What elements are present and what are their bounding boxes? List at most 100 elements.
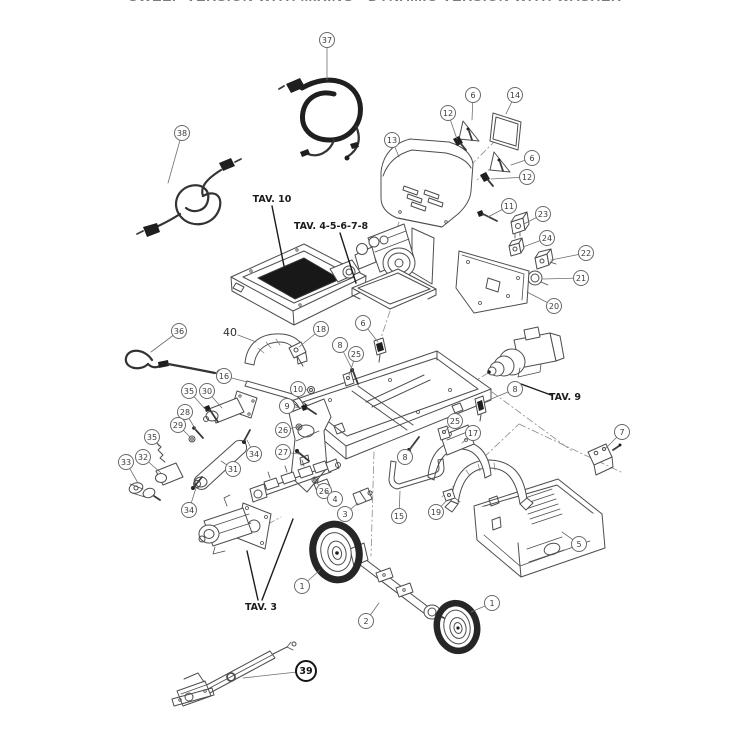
- towbar-39: [172, 642, 296, 706]
- callout-9: 9: [280, 399, 303, 414]
- callout-1: 1: [295, 570, 321, 594]
- callout-3: 3: [338, 503, 359, 522]
- bracket-25a: [343, 372, 354, 386]
- callout-34: 34: [182, 488, 197, 518]
- wiring-harness-38: [137, 158, 241, 237]
- svg-text:10: 10: [293, 385, 303, 394]
- callout-7: 7: [606, 425, 630, 449]
- gearbox-tav3: [199, 495, 271, 554]
- svg-text:8: 8: [337, 341, 342, 350]
- wheel-1-left: [308, 520, 365, 584]
- svg-text:30: 30: [202, 387, 212, 396]
- callout-15: 15: [392, 491, 407, 524]
- bracket-7: [588, 443, 622, 476]
- svg-text:TAV. 4-5-6-7-8: TAV. 4-5-6-7-8: [294, 221, 369, 232]
- svg-text:35: 35: [184, 387, 194, 396]
- svg-text:27: 27: [278, 448, 288, 457]
- callout-2: 2: [359, 603, 380, 629]
- callout-6: 6: [356, 316, 379, 343]
- main-frame: [291, 351, 491, 459]
- callout-25: 25: [445, 414, 463, 432]
- callout-12: 12: [491, 170, 535, 185]
- callout-21: 21: [543, 271, 589, 286]
- svg-text:TAV. 3: TAV. 3: [245, 602, 277, 613]
- callout-18: 18: [299, 322, 329, 348]
- callout-28: 28: [178, 405, 197, 431]
- svg-text:37: 37: [322, 36, 332, 45]
- axle-2: [350, 535, 444, 619]
- callout-34: 34: [247, 440, 262, 462]
- svg-text:13: 13: [387, 136, 397, 145]
- triangle-bracket-6a: [459, 121, 479, 141]
- callout-39: 39: [243, 661, 316, 681]
- svg-text:3: 3: [342, 510, 347, 519]
- latch-6c: [374, 338, 386, 362]
- callout-25: 25: [349, 347, 364, 376]
- plain-label-layer: 40: [223, 326, 256, 342]
- svg-text:28: 28: [180, 408, 190, 417]
- svg-text:34: 34: [249, 450, 259, 459]
- switch-24: [509, 238, 524, 256]
- svg-text:38: 38: [177, 129, 187, 138]
- callout-6: 6: [466, 88, 481, 121]
- svg-text:32: 32: [138, 453, 148, 462]
- callout-1: 1: [471, 596, 500, 613]
- callout-5: 5: [562, 532, 587, 552]
- bolt-8c: [407, 437, 419, 452]
- svg-text:4: 4: [332, 495, 337, 504]
- svg-text:26: 26: [278, 426, 288, 435]
- callout-35: 35: [145, 430, 160, 447]
- callout-22: 22: [551, 246, 594, 261]
- callout-17: 17: [462, 426, 481, 444]
- switch-23: [511, 212, 529, 238]
- switch-21: [528, 271, 548, 285]
- bolt-34b: [191, 477, 202, 490]
- wheel-1-right: [432, 599, 481, 654]
- callout-16: 16: [217, 369, 248, 384]
- callout-6: 6: [511, 151, 540, 166]
- tav-label: TAV. 3: [245, 519, 293, 613]
- svg-text:8: 8: [512, 385, 517, 394]
- callout-38: 38: [168, 126, 190, 184]
- callout-4: 4: [325, 491, 343, 507]
- svg-text:TAV. 10: TAV. 10: [253, 194, 292, 205]
- bolt-12b: [480, 172, 493, 186]
- callout-26: 26: [276, 423, 298, 438]
- svg-text:12: 12: [522, 173, 532, 182]
- svg-text:17: 17: [468, 429, 478, 438]
- callout-13: 13: [385, 133, 400, 158]
- mounting-plate-20: [456, 251, 529, 313]
- callout-33: 33: [119, 455, 139, 484]
- callout-11: 11: [488, 199, 517, 218]
- triangle-bracket-6b: [490, 152, 510, 172]
- bracket-18: [289, 342, 306, 366]
- pull-cable-36: [126, 351, 226, 379]
- callout-19: 19: [429, 500, 448, 520]
- callout-8: 8: [484, 382, 523, 403]
- callout-32: 32: [136, 450, 162, 474]
- nut-26b: [312, 477, 318, 483]
- plain-label-40: 40: [223, 326, 256, 342]
- engine-assembly: [352, 224, 436, 309]
- part-33: [128, 481, 160, 500]
- tav-label: TAV. 9: [521, 384, 581, 403]
- sieve-tray-tav10: [231, 244, 366, 325]
- cylinder-31: [194, 440, 247, 489]
- spreader-shaft: [250, 459, 341, 502]
- latch-8b: [475, 396, 486, 421]
- switch-22: [535, 249, 556, 269]
- svg-text:11: 11: [504, 202, 514, 211]
- callout-24: 24: [523, 231, 555, 248]
- svg-text:23: 23: [538, 210, 548, 219]
- svg-text:35: 35: [147, 433, 157, 442]
- svg-text:22: 22: [581, 249, 591, 258]
- svg-text:2: 2: [363, 617, 368, 626]
- panel-14: [490, 113, 521, 150]
- gear-motor-tav9: [487, 327, 564, 377]
- svg-text:24: 24: [542, 234, 552, 243]
- svg-text:20: 20: [549, 302, 559, 311]
- svg-text:16: 16: [219, 372, 229, 381]
- bolt-12a: [453, 136, 466, 150]
